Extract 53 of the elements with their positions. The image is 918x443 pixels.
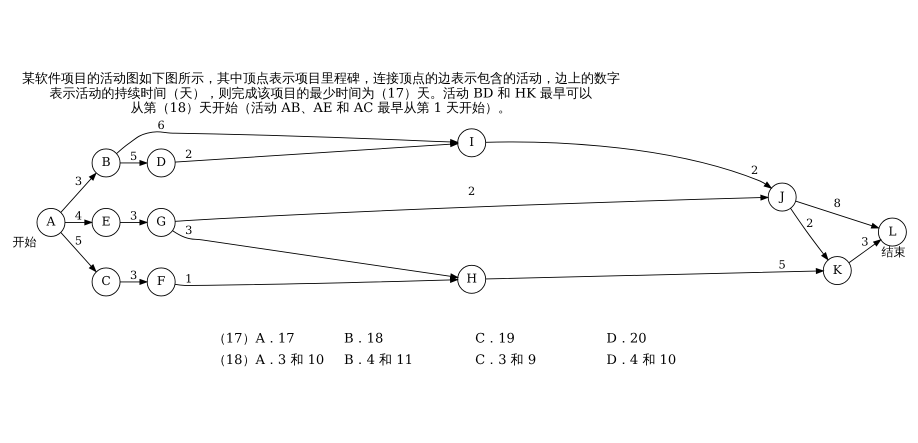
arrow [120,278,148,284]
arrow [64,218,94,225]
arrow [120,218,148,225]
label: D．4 和 10 [606,352,676,368]
edge-label: 2 [751,162,758,176]
edge-label: 2 [468,183,476,198]
node-circle: G [146,208,176,236]
edge-label: 2 [185,146,192,161]
node-circle: E [92,208,120,236]
arrow [848,238,882,263]
node-circle: K [822,256,852,284]
node-circle: D [146,148,176,177]
edge-label: 1 [185,270,192,285]
node-circle: B [92,148,120,177]
node-circle: F [146,266,176,296]
edge-label: 6 [158,118,165,132]
arrow [795,200,880,228]
diagram-title: 某软件项目的活动图如下图所示，其中顶点表示项目里程碑，连接顶点的边表示包含的活动，边上的数字表示活动的持续时间（天），则完成该项目的最少时间为（17）天。活动 BD 和 HK 最早可以从第（18）天开始（活动 AB、AE 和 AC 最早从第 1 天开始）。 [22,70,620,116]
edge-label: 5 [74,233,82,248]
node-label: 开始 [12,234,36,249]
label: （18）A．3 和 10 [212,352,324,368]
node-circle: L [878,217,907,246]
label: D．20 [606,330,647,346]
arrow [790,208,829,260]
node-circle: J [768,182,797,211]
label: B．18 [344,330,384,346]
node-label: 结束 [882,244,906,258]
arrow [120,159,148,166]
label: （17）A．17 [212,330,295,346]
arrow [60,232,97,272]
edge-label: 3 [185,222,192,237]
edge-label: 8 [834,196,841,210]
edge-label: 3 [74,174,82,188]
arrow [485,141,772,188]
label: B．4 和 11 [344,352,413,368]
edge-label: 2 [806,216,814,230]
edge-label: 3 [861,234,868,248]
arrow [174,194,770,222]
node-circle: H [457,264,486,294]
arrow [60,172,97,212]
label: C．3 和 9 [475,352,536,368]
edge-label: 5 [778,256,786,271]
edge-label: 3 [130,208,138,222]
arrow [174,140,459,162]
node-circle: C [92,266,120,296]
edge-label: 3 [130,267,138,282]
arrow [486,267,825,279]
node-circle: A [36,208,66,236]
edge-label: 5 [130,148,138,162]
label: C．19 [475,330,515,346]
edge-label: 4 [74,208,82,222]
node-circle: I [457,128,486,157]
arrow [172,230,459,279]
